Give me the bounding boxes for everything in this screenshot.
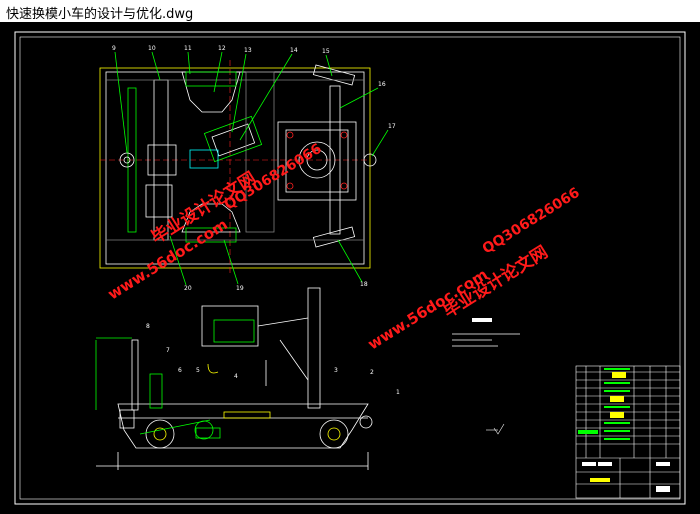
watermark-qq: QQ306826066	[480, 185, 583, 258]
cad-drawing: 9 10 11 12 13 14 15 16 17 18 19 20 8 7 6…	[14, 31, 686, 505]
part-label: 11	[184, 45, 192, 52]
part-label: 8	[146, 323, 150, 330]
part-label: 4	[234, 373, 238, 380]
part-label: 2	[370, 369, 374, 376]
technical-requirements	[452, 318, 520, 347]
part-label: 14	[290, 47, 298, 54]
part-label: 10	[148, 45, 156, 52]
drawing-border	[14, 31, 686, 505]
part-label: 13	[244, 47, 252, 54]
part-label: 16	[378, 81, 386, 88]
part-label: 12	[218, 45, 226, 52]
part-label: 6	[178, 367, 182, 374]
roughness-symbol	[486, 423, 505, 435]
title-block	[575, 365, 681, 499]
front-view	[95, 287, 373, 470]
cad-drawing-canvas[interactable]: 9 10 11 12 13 14 15 16 17 18 19 20 8 7 6…	[0, 22, 700, 514]
part-label: 1	[396, 389, 400, 396]
part-label: 18	[360, 281, 368, 288]
part-label: 5	[196, 367, 200, 374]
part-label: 15	[322, 48, 330, 55]
part-label: 20	[184, 285, 192, 292]
drawing-inner-border	[19, 36, 681, 500]
part-label: 3	[334, 367, 338, 374]
window-title: 快速换模小车的设计与优化.dwg	[6, 7, 194, 22]
part-label: 17	[388, 123, 396, 130]
title-block-fills	[578, 368, 670, 492]
top-view	[99, 51, 389, 286]
window-titlebar: 快速换模小车的设计与优化.dwg	[0, 0, 700, 23]
part-label: 7	[166, 347, 170, 354]
part-label: 9	[112, 45, 116, 52]
part-label: 19	[236, 285, 244, 292]
